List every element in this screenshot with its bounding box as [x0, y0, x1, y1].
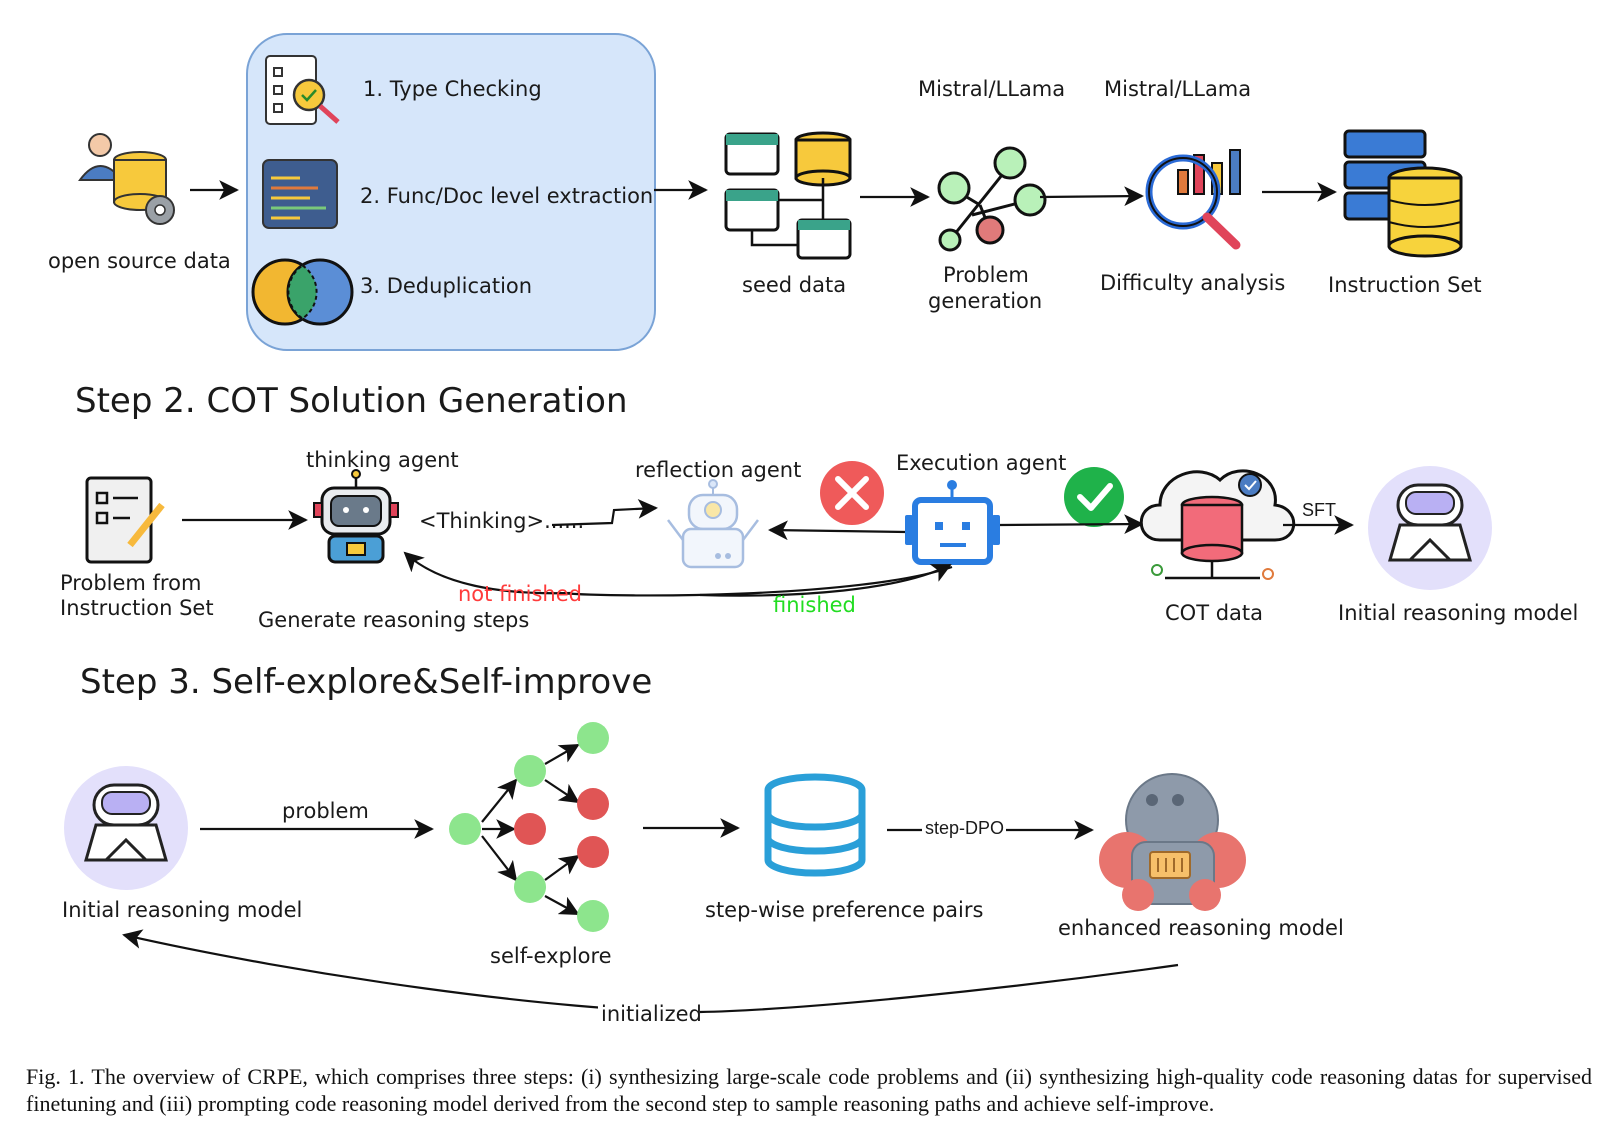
arrow-thinking-to-reflection	[551, 498, 658, 527]
self-explore-label: self-explore	[490, 944, 612, 968]
instruction-set-label: Instruction Set	[1328, 273, 1482, 297]
enhanced-robot-icon	[1099, 773, 1246, 911]
tree-node	[449, 813, 481, 845]
processing-panel	[246, 33, 656, 351]
open-source-data-label: open source data	[48, 249, 231, 273]
tree-node	[514, 871, 546, 903]
func-doc-extraction-label: 2. Func/Doc level extraction	[360, 184, 653, 208]
tree-node	[514, 813, 546, 845]
chart-magnifier-icon	[1145, 149, 1241, 250]
tree-node	[577, 722, 609, 754]
dpo-label-bg	[922, 816, 1006, 840]
not-finished-label: not finished	[458, 582, 582, 606]
enhanced-model-label: enhanced reasoning model	[1058, 916, 1344, 940]
astronaut-icon	[1368, 466, 1492, 590]
initialized-label-bg	[598, 1000, 700, 1026]
initialized-label: initialized	[601, 1002, 702, 1026]
seed-data-label: seed data	[742, 273, 846, 297]
cot-data-label: COT data	[1165, 601, 1263, 625]
preference-pairs-label: step-wise preference pairs	[705, 898, 983, 922]
problem-from-label-line1: Problem from	[60, 571, 201, 595]
finished-label: finished	[773, 593, 856, 617]
servers-icon	[724, 131, 852, 260]
type-checking-label: 1. Type Checking	[363, 77, 542, 101]
step2-heading: Step 2. COT Solution Generation	[75, 381, 628, 421]
problem-generation-label-line2: generation	[928, 289, 1042, 313]
deduplication-label: 3. Deduplication	[360, 274, 532, 298]
sft-label: SFT	[1302, 500, 1336, 520]
cloud-database-icon	[1139, 469, 1296, 580]
tree-node	[514, 755, 546, 787]
robot-icon	[667, 479, 759, 569]
arrow-execution-to-reflection	[768, 520, 907, 541]
document-pencil-icon	[85, 476, 165, 564]
tree-node	[577, 788, 609, 820]
problem-from-label-line2: Instruction Set	[60, 596, 214, 620]
check-badge-icon	[1064, 467, 1124, 527]
step-dpo-label: step-DPO	[925, 818, 1004, 838]
database-icon	[764, 773, 866, 877]
tree-node	[577, 836, 609, 868]
difficulty-analysis-label: Difficulty analysis	[1100, 271, 1285, 295]
initial-model-label-step2: Initial reasoning model	[1338, 601, 1578, 625]
thinking-text: <Thinking>......	[419, 509, 584, 533]
execution-agent-label: Execution agent	[896, 451, 1066, 475]
thinking-agent-label: thinking agent	[306, 448, 459, 472]
robot-icon	[905, 480, 1000, 565]
arrow-not-finished-to-thinking	[403, 551, 573, 595]
checklist-magnifier-icon	[265, 55, 340, 125]
tree-node	[577, 900, 609, 932]
arrow-finished-to-execution	[699, 564, 952, 597]
robot-icon	[313, 469, 399, 564]
model-label-1: Mistral/LLama	[918, 77, 1065, 101]
reflection-agent-label: reflection agent	[635, 458, 801, 482]
arrow-execution-to-cot	[999, 514, 1144, 535]
arrow-problem-to-difficulty	[1039, 186, 1144, 207]
tree-network-icon	[937, 146, 1047, 252]
astronaut-icon	[64, 766, 188, 890]
step3-heading: Step 3. Self-explore&Self-improve	[80, 662, 652, 702]
arrow-finished-path	[559, 565, 953, 597]
initial-model-label-step3: Initial reasoning model	[62, 898, 302, 922]
person-database-icon	[78, 133, 175, 225]
cross-badge-icon	[820, 461, 884, 525]
venn-icon	[251, 258, 354, 326]
code-screen-icon	[262, 159, 338, 229]
model-label-2: Mistral/LLama	[1104, 77, 1251, 101]
problem-label: problem	[282, 799, 369, 823]
generate-reasoning-steps-label: Generate reasoning steps	[258, 608, 529, 632]
server-database-icon	[1343, 129, 1463, 258]
figure-caption: Fig. 1. The overview of CRPE, which comp…	[26, 1064, 1592, 1116]
self-explore-tree	[449, 722, 609, 932]
problem-generation-label-line1: Problem	[943, 263, 1029, 287]
